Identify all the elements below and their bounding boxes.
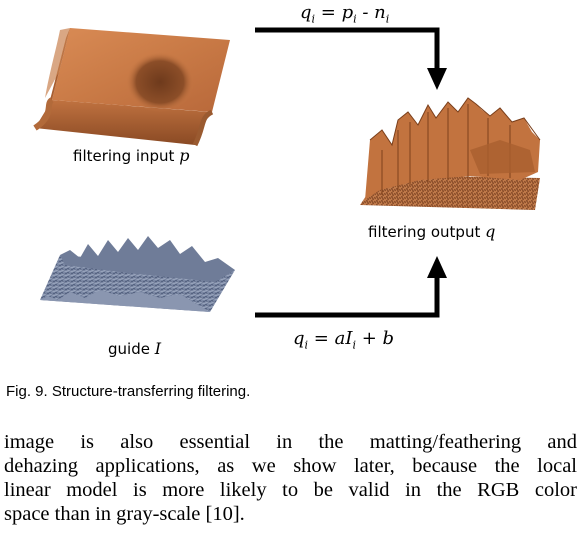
body-line: linear model is more likely to be valid … bbox=[4, 479, 577, 501]
bottom-equation: qi = aIi + b bbox=[293, 328, 395, 352]
top-arrow bbox=[255, 27, 447, 90]
bottom-arrow bbox=[255, 256, 447, 318]
body-line: dehazing applications, as we show later,… bbox=[4, 455, 577, 477]
input-surface bbox=[33, 28, 230, 147]
input-label: filtering input p bbox=[73, 146, 190, 165]
output-surface bbox=[360, 97, 541, 210]
guide-surface bbox=[40, 236, 235, 312]
guide-label: guide I bbox=[108, 339, 162, 358]
figure: filtering input p guide I filtering outp… bbox=[33, 2, 541, 358]
figure-diagram bbox=[33, 27, 541, 318]
output-label: filtering output q bbox=[368, 222, 496, 241]
body-line: image is also essential in the matting/f… bbox=[4, 431, 577, 453]
body-line: space than in gray-scale [10]. bbox=[4, 503, 245, 525]
figure-caption: Fig. 9. Structure-transferring filtering… bbox=[6, 383, 251, 400]
top-equation: qi = pi - ni bbox=[300, 2, 390, 26]
body-paragraph: image is also essential in the matting/f… bbox=[4, 430, 577, 526]
